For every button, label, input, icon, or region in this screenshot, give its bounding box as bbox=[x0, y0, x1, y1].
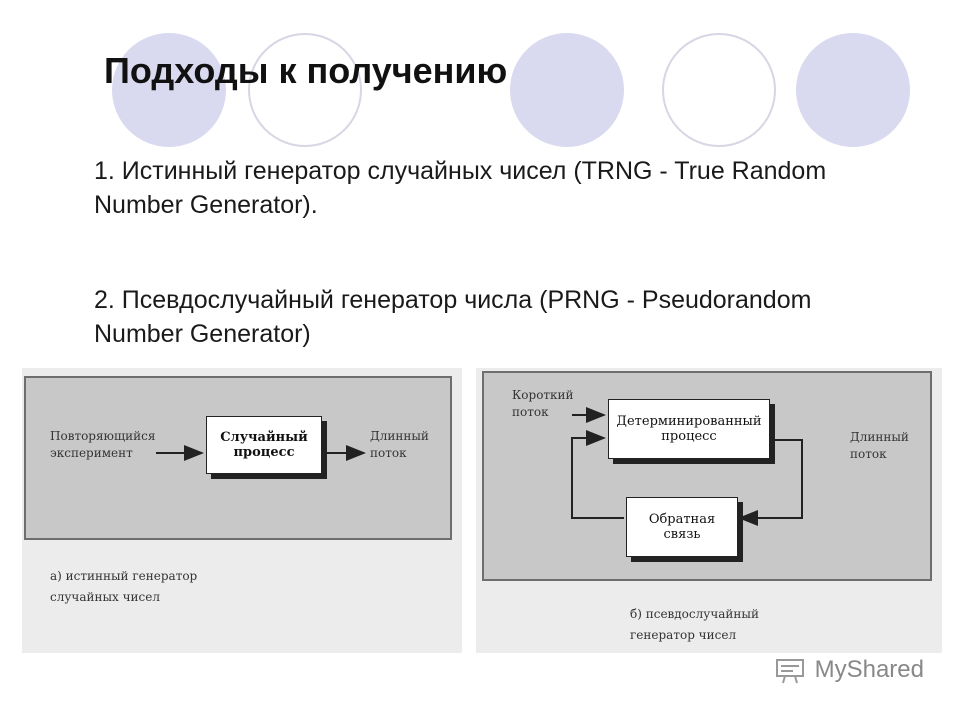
watermark-text: MyShared bbox=[814, 656, 924, 683]
decor-circle-1 bbox=[112, 33, 226, 147]
diagram-a-block-label: Случайный процесс bbox=[220, 430, 308, 460]
diagram-b-feedback-block: Обратная связь bbox=[626, 497, 738, 557]
diagram-b-arrow-left-up bbox=[571, 430, 624, 519]
diagram-a-input-label: Повторяющийся эксперимент bbox=[50, 429, 156, 460]
diagram-b-deterministic-block: Детерминированный процесс bbox=[608, 399, 770, 459]
list-item-trng: 1. Истинный генератор случайных чисел (T… bbox=[94, 157, 827, 219]
diagram-b-caption: б) псевдослучайный генератор чисел bbox=[630, 607, 759, 642]
diagram-a-random-process-block: Случайный процесс bbox=[206, 416, 322, 474]
diagram-a-caption: а) истинный генератор случайных чисел bbox=[50, 569, 198, 604]
diagram-a: Повторяющийся эксперимент Случайный проц… bbox=[24, 376, 452, 540]
diagram-b-block-bottom-label: Обратная связь bbox=[648, 512, 716, 542]
diagram-b-input-label: Короткий поток bbox=[512, 388, 574, 419]
decor-circle-4 bbox=[662, 33, 776, 147]
decor-circle-2 bbox=[248, 33, 362, 147]
projector-icon bbox=[775, 659, 804, 684]
decor-circle-5 bbox=[796, 33, 910, 147]
diagram-b: Короткий поток Детерминированный процесс… bbox=[482, 371, 932, 581]
diagram-a-output-label: Длинный поток bbox=[370, 429, 429, 460]
decor-circle-3 bbox=[510, 33, 624, 147]
diagram-b-block-top-label: Детерминированный процесс bbox=[616, 414, 762, 444]
list-item-prng: 2. Псевдослучайный генератор числа (PRNG… bbox=[94, 286, 812, 348]
diagram-b-arrow-right-down bbox=[738, 439, 803, 526]
diagram-b-output-label: Длинный поток bbox=[850, 430, 909, 461]
slide-title: Подходы к получению bbox=[104, 50, 508, 91]
watermark: MyShared bbox=[775, 656, 924, 684]
